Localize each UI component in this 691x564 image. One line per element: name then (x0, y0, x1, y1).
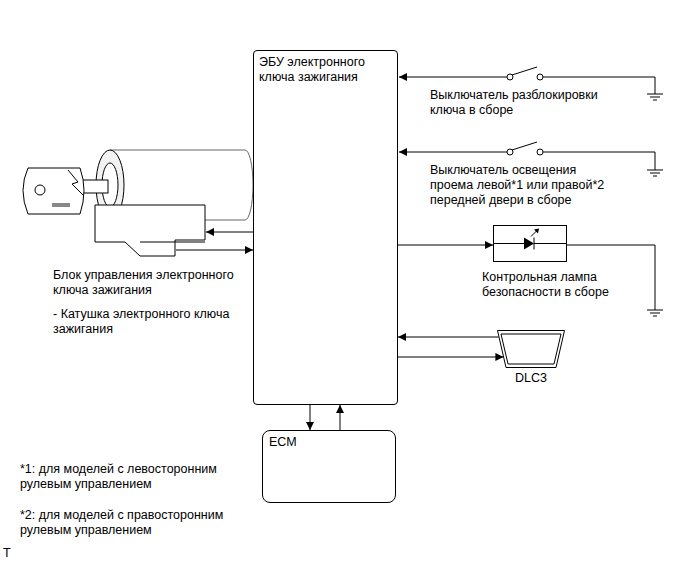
ground-symbol (650, 313, 660, 314)
key-cylinder-illustration (23, 150, 253, 256)
switch-wire (399, 152, 507, 153)
coil-wire-in (206, 232, 253, 233)
coil-unit (95, 205, 205, 256)
node-text: Контрольная лампа безопасности в сборе (482, 270, 647, 300)
part-label: - Катушка электронного ключа зажигания (53, 307, 253, 337)
ground-symbol (653, 176, 657, 177)
footnote: *2: для моделей с правосторонним рулевым… (20, 508, 250, 538)
switch-wire (399, 77, 507, 78)
ecu-box: ЭБУ электронного ключа зажигания (253, 50, 398, 405)
switch-blade (512, 67, 537, 75)
led-symbol (494, 226, 566, 261)
part-label: Блок управления электронного ключа зажиг… (53, 268, 258, 298)
ground-symbol (647, 170, 663, 171)
ground-symbol (650, 97, 660, 98)
node-text: DLC3 (497, 371, 565, 386)
connector-outline (497, 330, 565, 368)
figure-code: T (3, 546, 23, 561)
connector-outline (501, 334, 561, 364)
signal-line (398, 245, 493, 246)
ground-symbol (653, 316, 657, 317)
ground-symbol (653, 100, 657, 101)
dlc3-connector: DLC3 (497, 330, 565, 368)
node-text: ЭБУ электронного ключа зажигания (259, 55, 384, 85)
signal-line (340, 405, 341, 430)
ground-symbol (650, 173, 660, 174)
signal-mark (68, 170, 84, 196)
connector-outline (498, 331, 565, 368)
footnote: *1: для моделей с левосторонним рулевым … (20, 462, 250, 492)
node-text: ECM (269, 435, 389, 450)
ecm-box: ECM (262, 430, 396, 503)
coil-wire-out (176, 250, 253, 251)
signal-line (398, 337, 499, 338)
key-chip (52, 203, 70, 207)
switch-blade (512, 142, 537, 150)
ground-symbol (647, 94, 663, 95)
coil-line (140, 242, 205, 243)
key-head (23, 168, 84, 214)
switch-contact (537, 74, 543, 80)
switch-contact (537, 149, 543, 155)
key-hole (35, 185, 45, 195)
ground-symbol (647, 310, 663, 311)
switch-label: Выключатель освещения проема левой*1 или… (430, 163, 615, 208)
signal-line (310, 405, 311, 430)
security-lamp-box: Контрольная лампа безопасности в сборе (493, 225, 567, 262)
switch-label: Выключатель разблокировки ключа в сборе (430, 88, 615, 118)
signal-line (398, 357, 503, 358)
